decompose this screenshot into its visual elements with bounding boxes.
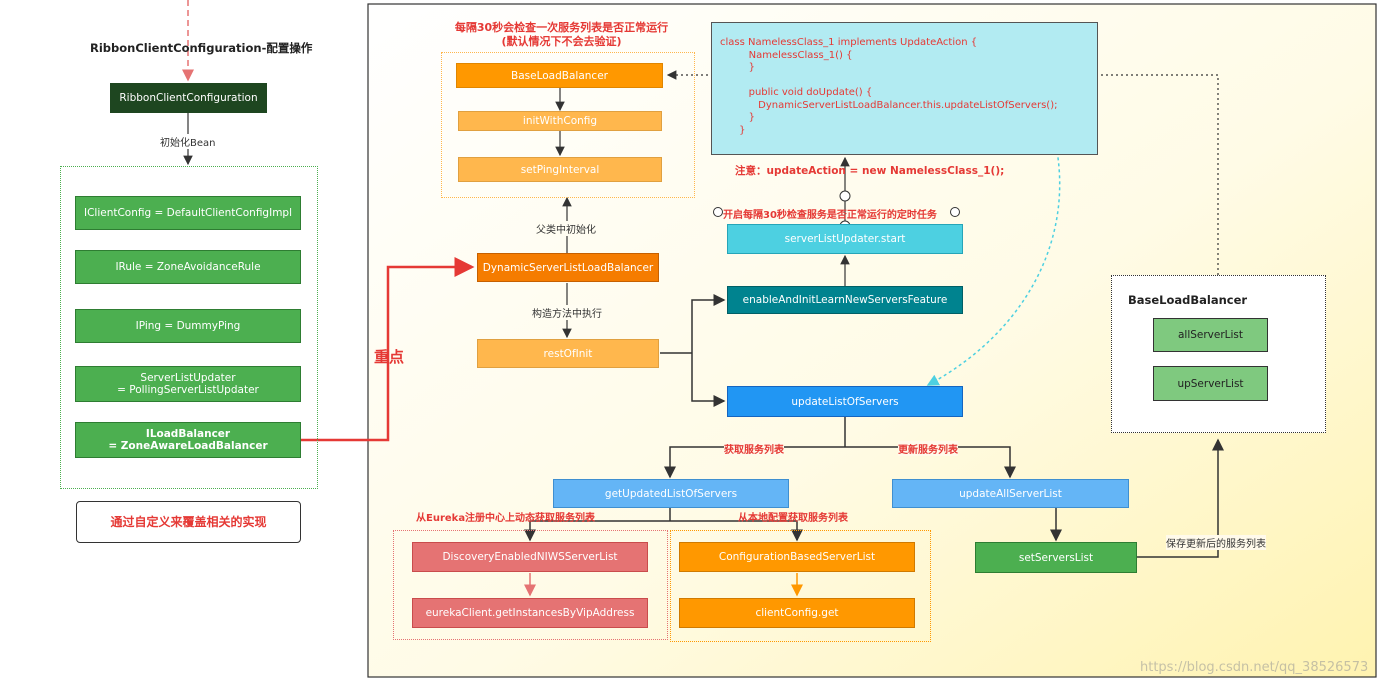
update-list-node: updateListOfServers	[727, 386, 963, 417]
ping-group	[441, 52, 695, 198]
base-load-balancer-node: BaseLoadBalancer	[456, 63, 663, 88]
code-line: }	[720, 112, 755, 123]
bean-group	[60, 166, 318, 489]
eureka-note: 从Eureka注册中心上动态获取服务列表	[416, 513, 596, 524]
bean-rule: IRule = ZoneAvoidanceRule	[75, 250, 301, 284]
code-line	[720, 75, 1097, 88]
code-line: DynamicServerListLoadBalancer.this.updat…	[720, 99, 1058, 111]
code-line: class NamelessClass_1 implements UpdateA…	[720, 37, 978, 48]
client-config-get-node: clientConfig.get	[679, 598, 915, 628]
dynamic-lb-node: DynamicServerListLoadBalancer	[477, 253, 659, 282]
bean-server-list-updater: ServerListUpdater = PollingServerListUpd…	[75, 366, 301, 402]
local-group	[670, 530, 931, 642]
eureka-client-node: eurekaClient.getInstancesByVipAddress	[412, 598, 648, 628]
update-action-note: 注意：updateAction = new NamelessClass_1();	[735, 165, 1005, 177]
code-line: }	[720, 62, 755, 73]
get-updated-node: getUpdatedListOfServers	[553, 479, 789, 508]
code-box: class NamelessClass_1 implements UpdateA…	[711, 22, 1098, 155]
ping-note: 每隔30秒会检查一次服务列表是否正常运行 (默认情况下不会去验证)	[454, 21, 669, 48]
code-line: NamelessClass_1() {	[720, 49, 853, 61]
save-label: 保存更新后的服务列表	[1166, 535, 1266, 550]
updater-start-node: serverListUpdater.start	[727, 224, 963, 254]
left-title: RibbonClientConfiguration-配置操作	[90, 41, 313, 55]
timer-note: 开启每隔30秒检查服务是否正常运行的定时任务	[723, 210, 937, 221]
right-lb-title: BaseLoadBalancer	[1128, 293, 1248, 307]
rest-of-init-node: restOfInit	[477, 339, 659, 368]
set-ping-interval-node: setPingInterval	[458, 157, 662, 182]
parent-init-label: 父类中初始化	[536, 221, 596, 236]
init-with-config-node: initWithConfig	[458, 111, 662, 131]
up-server-list-node: upServerList	[1153, 366, 1268, 401]
bean-client-config: IClientConfig = DefaultClientConfigImpl	[75, 196, 301, 230]
right-lb-group	[1111, 275, 1326, 433]
code-line: public void doUpdate() {	[720, 87, 873, 98]
fetch-label: 获取服务列表	[724, 441, 784, 456]
code-line: }	[720, 124, 746, 136]
config-node: RibbonClientConfiguration	[110, 83, 267, 113]
init-bean-label: 初始化Bean	[160, 134, 216, 149]
eureka-group	[393, 530, 668, 640]
bean-ping: IPing = DummyPing	[75, 309, 301, 343]
override-note: 通过自定义来覆盖相关的实现	[76, 501, 301, 543]
set-servers-node: setServersList	[975, 542, 1137, 573]
discovery-list-node: DiscoveryEnabledNIWSServerList	[412, 542, 648, 572]
all-server-list-node: allServerList	[1153, 318, 1268, 352]
bean-load-balancer: ILoadBalancer = ZoneAwareLoadBalancer	[75, 422, 301, 458]
enable-feature-node: enableAndInitLearnNewServersFeature	[727, 286, 963, 314]
local-note: 从本地配置获取服务列表	[738, 513, 848, 524]
update-all-node: updateAllServerList	[892, 479, 1129, 508]
update-label: 更新服务列表	[898, 441, 958, 456]
config-list-node: ConfigurationBasedServerList	[679, 542, 915, 572]
constructor-label: 构造方法中执行	[532, 305, 602, 320]
key-point-label: 重点	[374, 348, 405, 366]
watermark: https://blog.csdn.net/qq_38526573	[1140, 660, 1369, 675]
